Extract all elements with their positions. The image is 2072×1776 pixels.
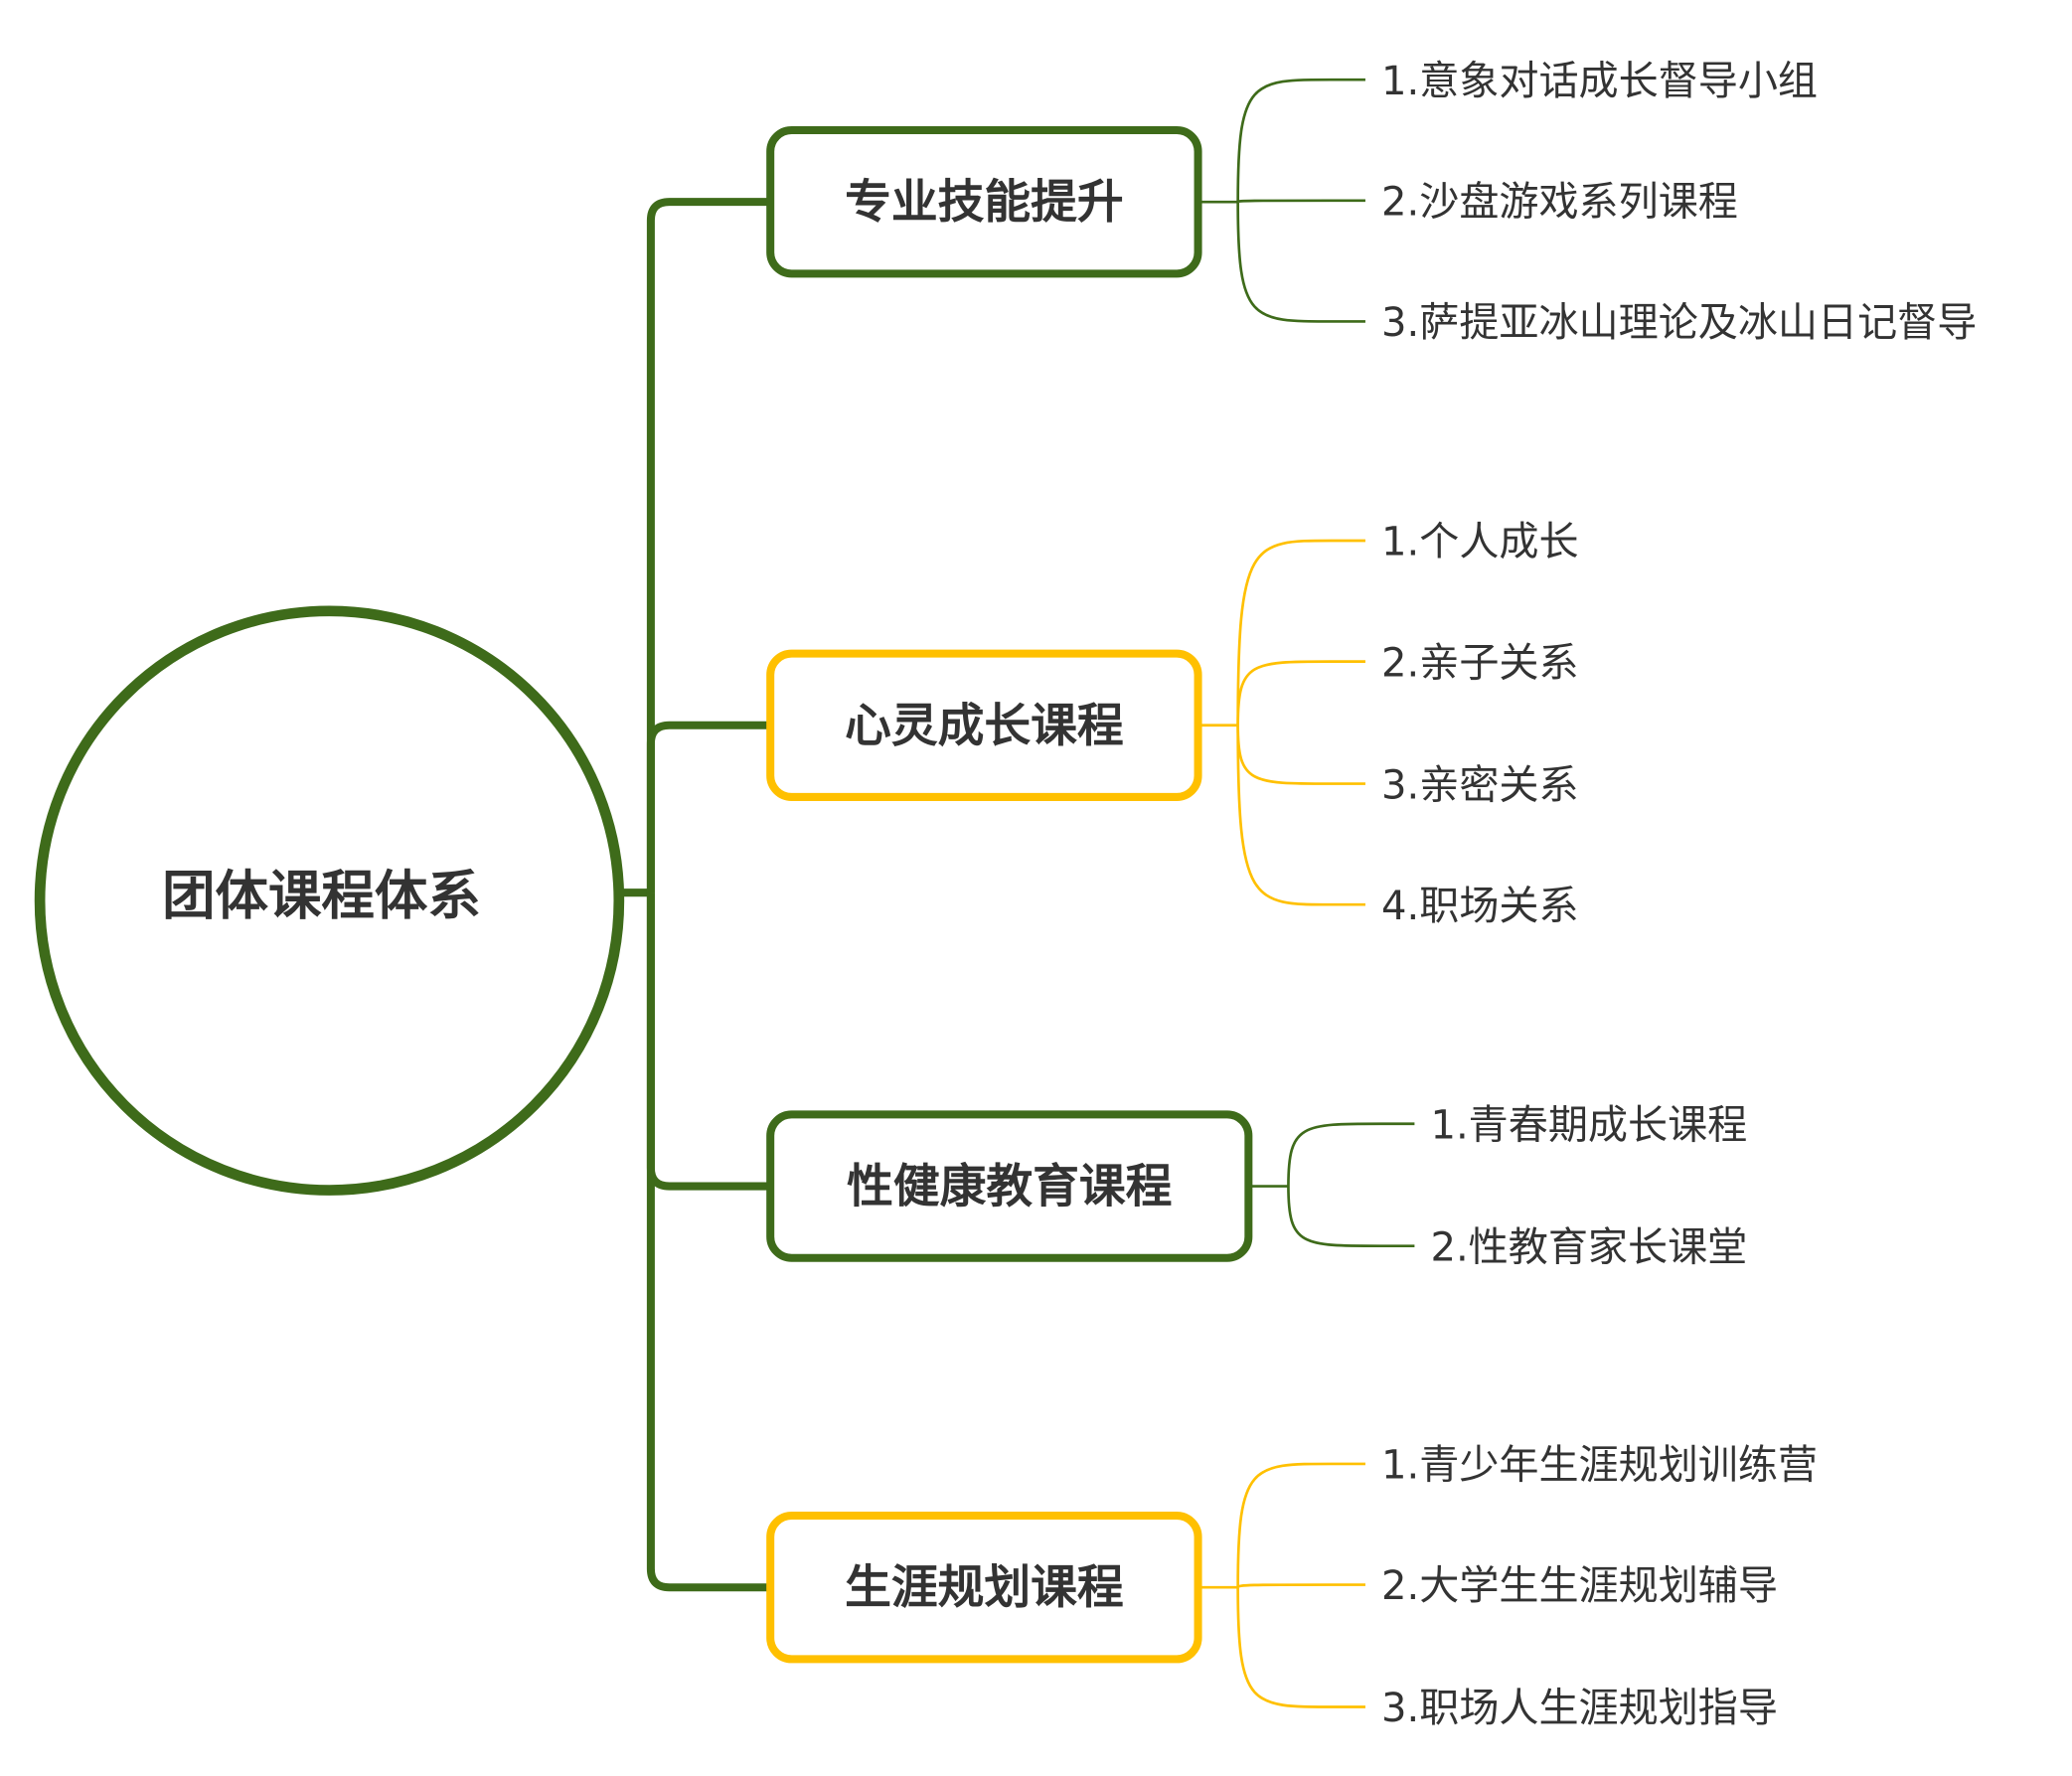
- root-label: 团体课程体系: [162, 865, 481, 927]
- branch-connector: [646, 198, 771, 893]
- topic-label: 心灵成长课程: [845, 700, 1124, 753]
- leaf-connector: [1236, 202, 1365, 323]
- leaf-connector: [1236, 725, 1365, 906]
- leaf-label[interactable]: 2.大学生生涯规划辅导: [1381, 1563, 1778, 1609]
- leaf-label[interactable]: 2.亲子关系: [1381, 640, 1579, 686]
- topic-node[interactable]: 生涯规划课程: [766, 1512, 1202, 1664]
- leaf-connector: [1236, 1587, 1365, 1708]
- topic-box: [766, 1512, 1202, 1664]
- leaf-connector: [1287, 1122, 1415, 1187]
- topic-node[interactable]: 心灵成长课程: [766, 649, 1202, 801]
- branch-connector: [646, 721, 771, 893]
- connectors: [618, 78, 1415, 1708]
- leaf-connector: [1236, 78, 1365, 203]
- leaf-connector: [1236, 199, 1365, 204]
- leaf-label[interactable]: 1.个人成长: [1381, 520, 1579, 565]
- root-node[interactable]: 团体课程体系: [34, 605, 625, 1196]
- topics: 专业技能提升 1.意象对话成长督导小组 2.沙盘游戏系列课程 3.萨提亚冰山理论及冰山…: [766, 59, 1977, 1731]
- leaf-label[interactable]: 3.职场人生涯规划指导: [1381, 1686, 1778, 1731]
- leaf-label[interactable]: 1.青春期成长课程: [1430, 1102, 1747, 1148]
- leaf-label[interactable]: 1.青少年生涯规划训练营: [1381, 1443, 1818, 1489]
- topic-label: 生涯规划课程: [845, 1561, 1124, 1615]
- leaf-connector: [1236, 725, 1365, 785]
- leaf-label[interactable]: 4.职场关系: [1381, 884, 1579, 929]
- topic-label: 专业技能提升: [845, 176, 1124, 230]
- leaf-connector: [1287, 1186, 1415, 1248]
- leaf-label[interactable]: 2.性教育家长课堂: [1430, 1224, 1747, 1270]
- leaf-label[interactable]: 2.沙盘游戏系列课程: [1381, 180, 1738, 226]
- topic-node[interactable]: 性健康教育课程: [766, 1110, 1253, 1262]
- leaf-connector: [1236, 1583, 1365, 1588]
- topic-box: [766, 1110, 1253, 1262]
- topic-box: [766, 649, 1202, 801]
- topic-label: 性健康教育课程: [847, 1161, 1172, 1214]
- leaf-label[interactable]: 3.萨提亚冰山理论及冰山日记督导: [1381, 300, 1977, 346]
- topic-box: [766, 125, 1202, 278]
- branch-connector: [646, 892, 771, 1592]
- leaf-connector: [1236, 539, 1365, 726]
- leaf-connector: [1236, 660, 1365, 726]
- leaf-connector: [1236, 1462, 1365, 1588]
- branch-connector: [646, 892, 771, 1191]
- topic-node[interactable]: 专业技能提升: [766, 125, 1202, 278]
- root-circle: [34, 605, 625, 1196]
- leaf-label[interactable]: 3.亲密关系: [1381, 762, 1579, 808]
- leaf-label[interactable]: 1.意象对话成长督导小组: [1381, 59, 1818, 104]
